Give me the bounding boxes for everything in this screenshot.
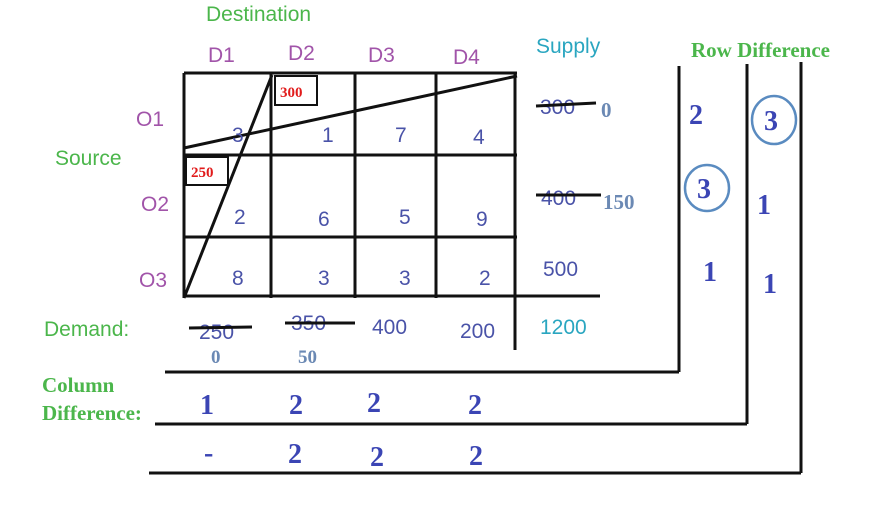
col-diff2-d2: 2 (288, 439, 302, 470)
col-diff1-d1: 1 (200, 390, 214, 421)
col-diff2-d1: - (204, 438, 213, 469)
row-o1-cross-line (183, 74, 518, 150)
cost-o2-d3: 5 (399, 206, 411, 229)
allocation-o2-d1: 250 (191, 165, 214, 181)
col-diff1-d3: 2 (367, 388, 381, 419)
col-diff1-d2: 2 (289, 390, 303, 421)
col-diff1-d4: 2 (468, 390, 482, 421)
destination-label: Destination (206, 3, 311, 26)
cost-o3-d2: 3 (318, 267, 330, 290)
row-diff1-o2-circle (683, 163, 731, 213)
column-header-d1: D1 (208, 44, 235, 67)
cost-o1-d4: 4 (473, 126, 485, 149)
allocation-o1-d2: 300 (280, 85, 303, 101)
col-diff2-d3: 2 (370, 442, 384, 473)
supply-o3: 500 (543, 258, 578, 281)
cost-o1-d1: 3 (232, 124, 244, 147)
column-header-d2: D2 (288, 42, 315, 65)
demand-label: Demand: (44, 318, 129, 341)
column-difference-label-line1: Column (42, 373, 115, 397)
column-header-d3: D3 (368, 44, 395, 67)
cost-o2-d2: 6 (318, 208, 330, 231)
row-header-o3: O3 (139, 269, 167, 292)
allocation-box-o2-d1 (185, 156, 229, 186)
cost-o2-d4: 9 (476, 208, 488, 231)
row-diff1-o1: 2 (689, 100, 703, 131)
source-label: Source (55, 147, 122, 170)
demand-d2-new: 50 (298, 347, 317, 368)
total-value: 1200 (540, 316, 587, 339)
cost-o3-d1: 8 (232, 267, 244, 290)
demand-d1-strike (188, 325, 253, 330)
column-header-d4: D4 (453, 46, 480, 69)
row-header-o1: O1 (136, 108, 164, 131)
demand-d4: 200 (460, 320, 495, 343)
cost-o2-d1: 2 (234, 206, 246, 229)
row-difference-lines (149, 62, 803, 475)
supply-o2-new: 150 (603, 190, 635, 214)
cost-o1-d3: 7 (395, 124, 407, 147)
cost-o3-d4: 2 (479, 267, 491, 290)
cost-o3-d3: 3 (399, 267, 411, 290)
supply-o1-strike (535, 101, 597, 108)
row-diff1-o2: 3 (697, 174, 711, 205)
column-d1-cross-line (182, 74, 274, 299)
row-diff2-o1: 3 (764, 106, 778, 137)
row-difference-label: Row Difference (691, 38, 830, 62)
supply-o1-new: 0 (601, 98, 612, 122)
demand-d1-old: 250 (199, 321, 234, 344)
row-diff2-o2: 1 (757, 190, 771, 221)
row-header-o2: O2 (141, 193, 169, 216)
column-difference-label-line2: Difference: (42, 401, 142, 425)
col-diff2-d4: 2 (469, 441, 483, 472)
demand-d1-new: 0 (211, 347, 221, 368)
cost-o1-d2: 1 (322, 124, 334, 147)
demand-d3: 400 (372, 316, 407, 339)
supply-label: Supply (536, 35, 601, 58)
allocation-box-o1-d2 (274, 75, 318, 106)
supply-o2-old: 400 (541, 187, 576, 210)
supply-o1-old: 300 (540, 96, 575, 119)
row-diff2-o1-circle (750, 94, 798, 146)
row-diff2-o3: 1 (763, 269, 777, 300)
cost-grid (182, 71, 600, 350)
row-diff1-o3: 1 (703, 257, 717, 288)
